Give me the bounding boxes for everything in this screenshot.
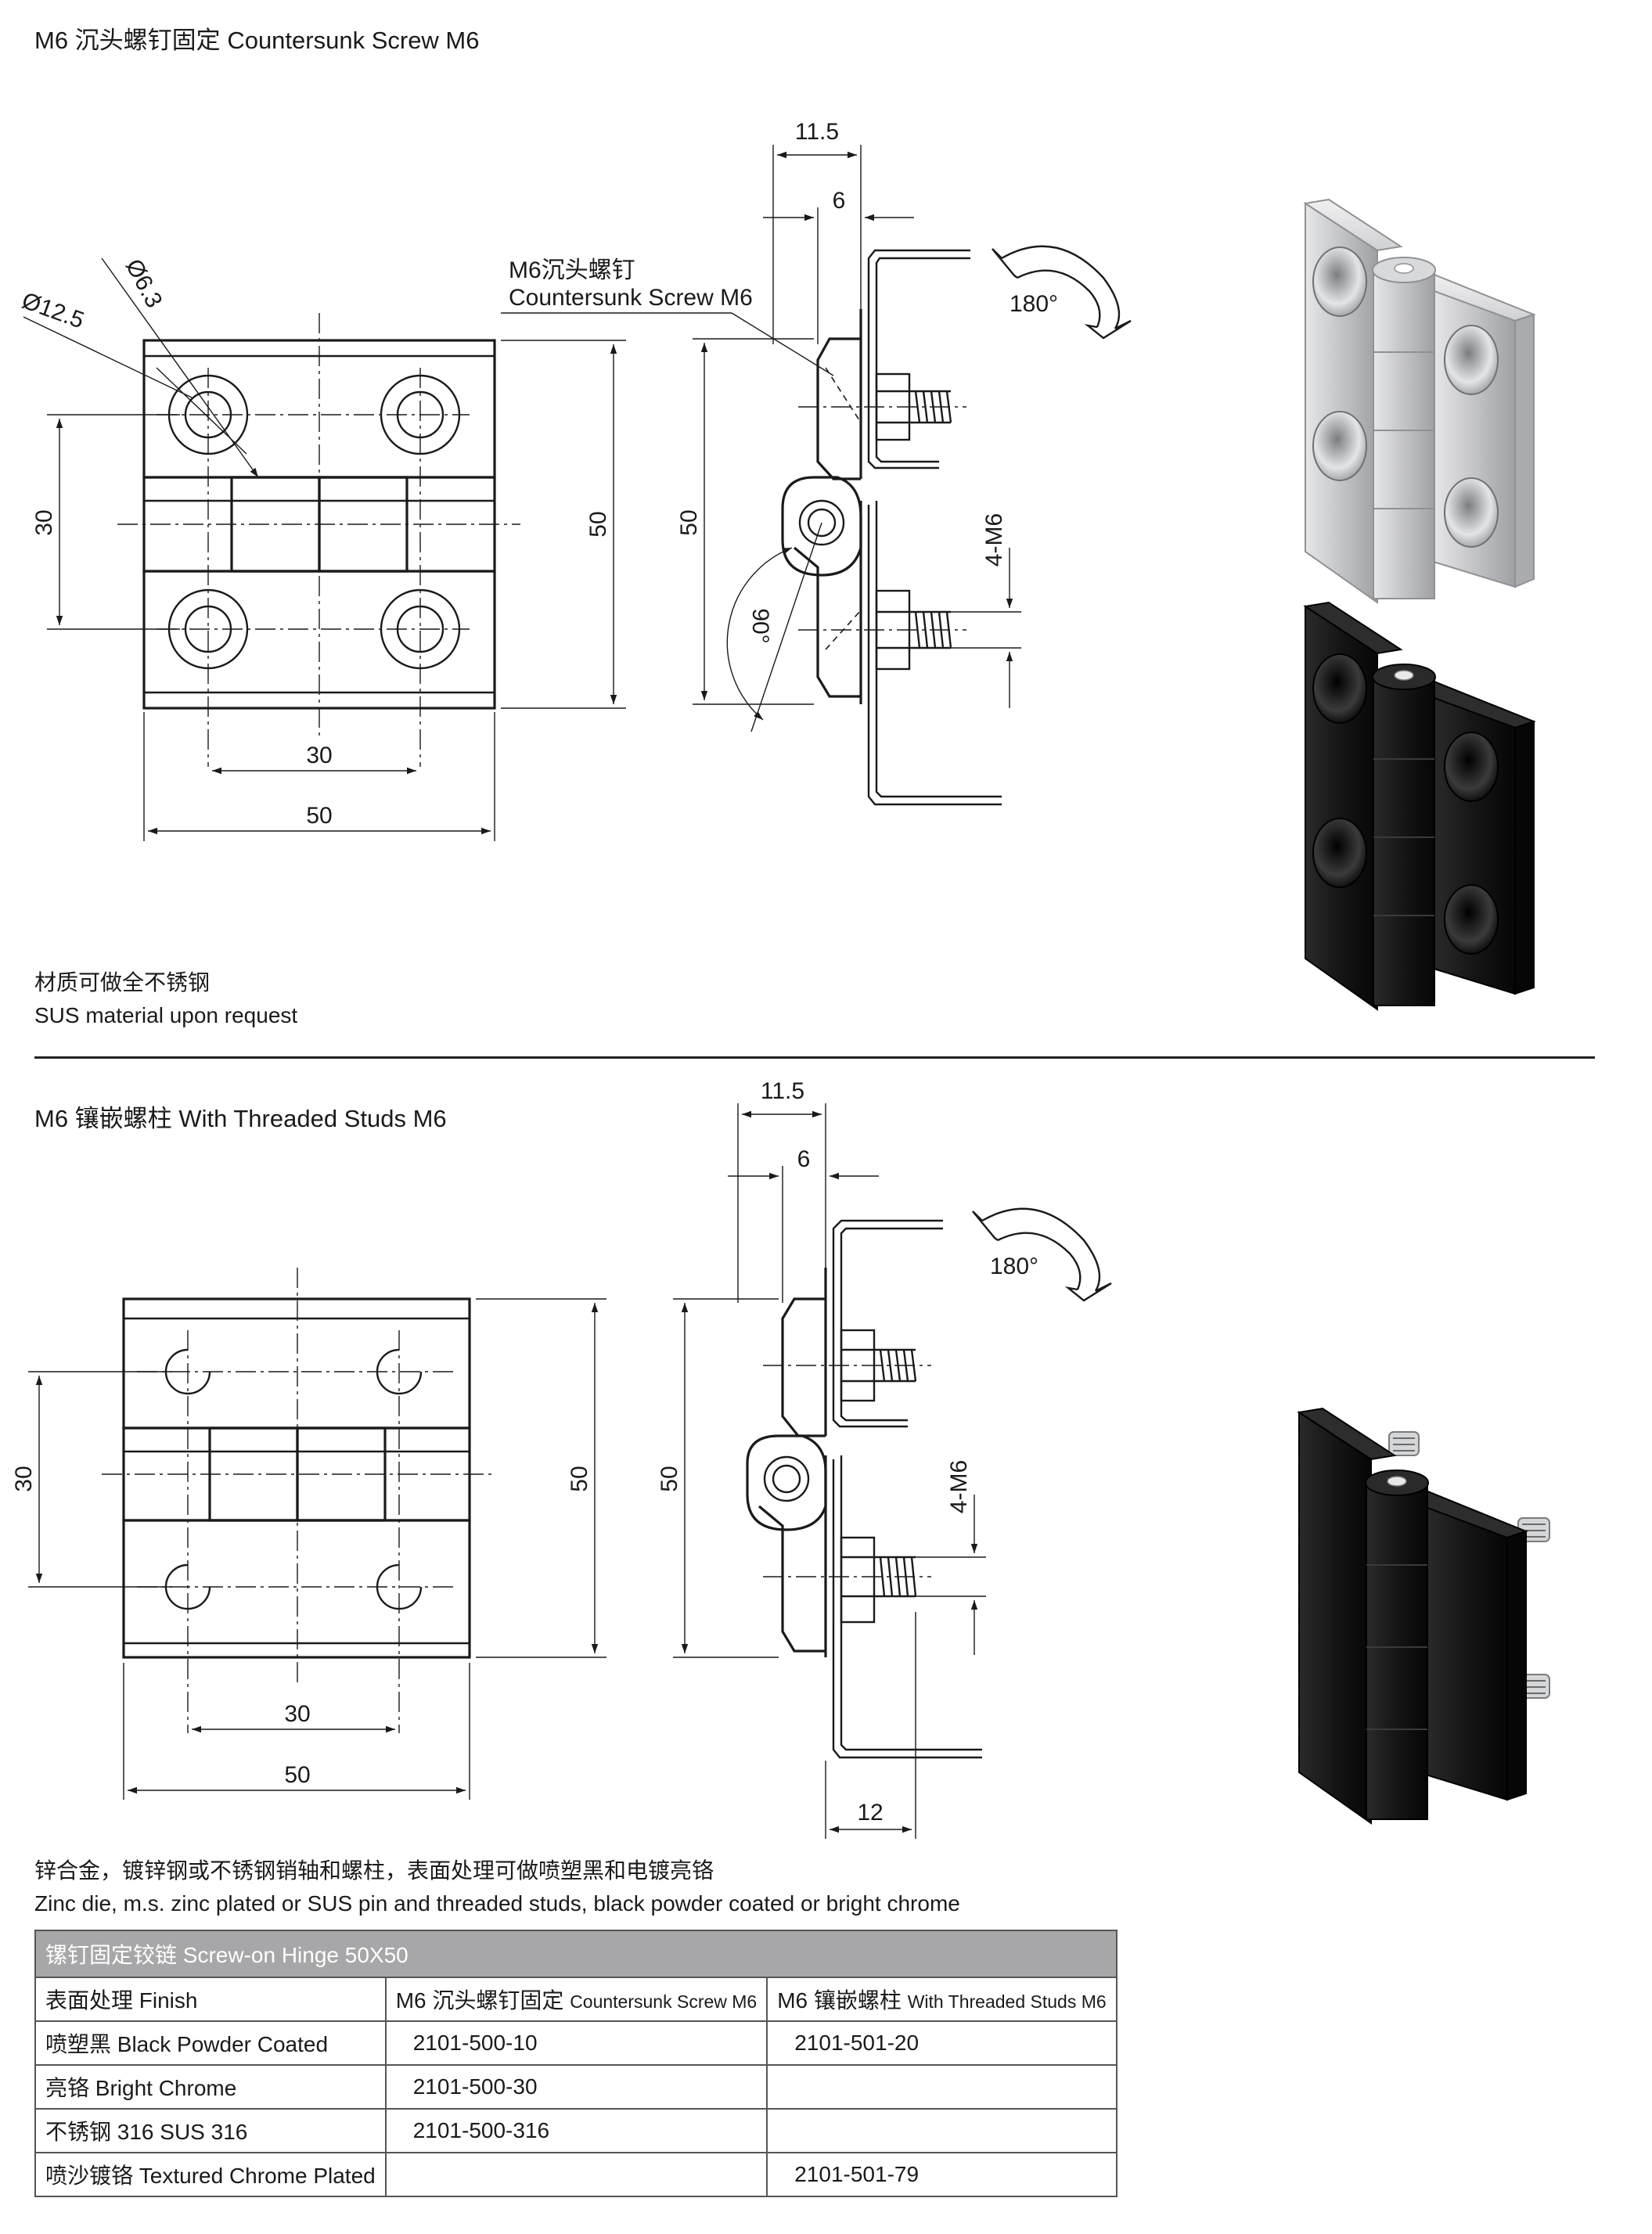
s1-dim-d-small: Ø6.3 <box>121 255 167 312</box>
s1-dim-angle-90: 90° <box>747 608 773 643</box>
section2-title-en: With Threaded Studs M6 <box>178 1105 447 1132</box>
spec-table: 镙钉固定铰链 Screw-on Hinge 50X50 表面处理 Finish … <box>34 1930 1118 2197</box>
s2-dim-side-6: 6 <box>797 1146 811 1172</box>
section2-note: 锌合金，镀锌钢或不锈钢销轴和螺柱，表面处理可做喷塑黑和电镀亮铬 Zinc die… <box>34 1854 960 1920</box>
header-countersunk-cn: M6 沉头螺钉固定 <box>395 1988 564 2013</box>
s1-dim-side-50: 50 <box>676 509 702 535</box>
row-code-studs: 2101-501-20 <box>766 2020 1118 2066</box>
section2-title: M6 镶嵌螺柱 With Threaded Studs M6 <box>34 1099 447 1134</box>
table-row: 不锈钢 316 SUS 316 2101-500-316 <box>34 2108 1118 2153</box>
row-code-countersunk: 2101-500-30 <box>384 2064 768 2110</box>
s2-side-view: 11.5 6 50 4-M6 12 180° <box>657 1078 1112 1839</box>
table-row: 喷沙镀铬 Textured Chrome Plated 2101-501-79 <box>34 2152 1118 2197</box>
table-title: 镙钉固定铰链 Screw-on Hinge 50X50 <box>34 1930 1118 1978</box>
stud-hole-icon <box>164 1348 423 1610</box>
s2-dim-side-11-5: 11.5 <box>761 1078 804 1104</box>
s2-dim-rot-180: 180° <box>990 1254 1038 1279</box>
s1-dim-side-4m6: 4-M6 <box>981 513 1007 567</box>
section1-title-en: Countersunk Screw M6 <box>227 27 480 54</box>
section1-note: 材质可做全不锈钢 SUS material upon request <box>34 966 297 1032</box>
s1-dim-h50: 50 <box>306 803 332 829</box>
row-finish: 不锈钢 316 SUS 316 <box>34 2108 387 2153</box>
s1-dim-d-large: Ø12.5 <box>19 288 88 334</box>
table-title-row: 镙钉固定铰链 Screw-on Hinge 50X50 <box>34 1930 1118 1978</box>
section2-title-cn: M6 镶嵌螺柱 <box>34 1105 172 1132</box>
section1-title: M6 沉头螺钉固定 Countersunk Screw M6 <box>34 20 480 56</box>
row-code-studs <box>766 2108 1118 2153</box>
row-code-studs: 2101-501-79 <box>766 2152 1118 2197</box>
section2-note-en: Zinc die, m.s. zinc plated or SUS pin an… <box>34 1891 960 1916</box>
row-code-countersunk: 2101-500-10 <box>384 2020 768 2066</box>
s1-dim-v50: 50 <box>585 511 611 537</box>
s2-dim-side-12: 12 <box>857 1800 883 1826</box>
header-studs-cn: M6 镶嵌螺柱 <box>777 1988 902 2013</box>
s1-dim-side-11-5: 11.5 <box>795 119 839 145</box>
row-finish: 喷塑黑 Black Powder Coated <box>34 2020 387 2066</box>
chrome-hinge-photo <box>1303 198 1536 604</box>
row-finish: 亮铬 Bright Chrome <box>34 2064 387 2110</box>
header-studs: M6 镶嵌螺柱 With Threaded Studs M6 <box>766 1977 1118 2022</box>
s2-dim-v30: 30 <box>11 1466 37 1491</box>
header-countersunk-en: Countersunk Screw M6 <box>570 1991 758 2012</box>
countersunk-hole-icon <box>167 374 461 670</box>
row-finish: 喷沙镀铬 Textured Chrome Plated <box>34 2152 387 2197</box>
section1-title-cn: M6 沉头螺钉固定 <box>34 27 221 54</box>
s2-dim-h50: 50 <box>284 1762 310 1788</box>
s1-callout-en: Countersunk Screw M6 <box>509 285 753 311</box>
header-studs-en: With Threaded Studs M6 <box>907 1991 1107 2012</box>
s1-front-view: 30 50 30 50 <box>23 257 626 841</box>
s1-dim-rot-180: 180° <box>1010 291 1058 317</box>
s2-dim-h30: 30 <box>284 1701 310 1727</box>
row-code-countersunk: 2101-500-316 <box>384 2108 768 2153</box>
s1-side-view: 11.5 6 50 4-M6 90° 180° <box>501 119 1132 806</box>
table-header-row: 表面处理 Finish M6 沉头螺钉固定 Countersunk Screw … <box>34 1977 1118 2022</box>
section1-note-cn: 材质可做全不锈钢 <box>34 970 211 995</box>
table-row: 喷塑黑 Black Powder Coated 2101-500-10 2101… <box>34 2020 1118 2066</box>
technical-drawings: 30 50 30 50 Ø6.3 Ø12.5 <box>11 119 1550 1839</box>
stud-hinge-photo <box>1297 1407 1550 1825</box>
row-code-countersunk <box>384 2152 768 2197</box>
row-code-studs <box>766 2064 1118 2110</box>
section2-note-cn: 锌合金，镀锌钢或不锈钢销轴和螺柱，表面处理可做喷塑黑和电镀亮铬 <box>34 1858 714 1883</box>
s2-dim-side-4m6: 4-M6 <box>946 1460 972 1513</box>
section-divider <box>34 1056 1595 1059</box>
s1-dim-side-6: 6 <box>833 188 846 214</box>
s1-callout-cn: M6沉头螺钉 <box>509 257 635 283</box>
black-hinge-photo <box>1303 601 1536 1011</box>
s1-dim-h30: 30 <box>306 743 332 768</box>
s2-front-view: 30 50 30 50 <box>11 1268 606 1800</box>
s2-dim-v50: 50 <box>567 1466 592 1491</box>
header-finish: 表面处理 Finish <box>34 1977 387 2022</box>
table-row: 亮铬 Bright Chrome 2101-500-30 <box>34 2064 1118 2110</box>
section1-note-en: SUS material upon request <box>34 1003 298 1027</box>
s2-dim-side-50: 50 <box>657 1466 682 1491</box>
s1-dim-v30: 30 <box>31 509 57 535</box>
header-countersunk: M6 沉头螺钉固定 Countersunk Screw M6 <box>384 1977 768 2022</box>
